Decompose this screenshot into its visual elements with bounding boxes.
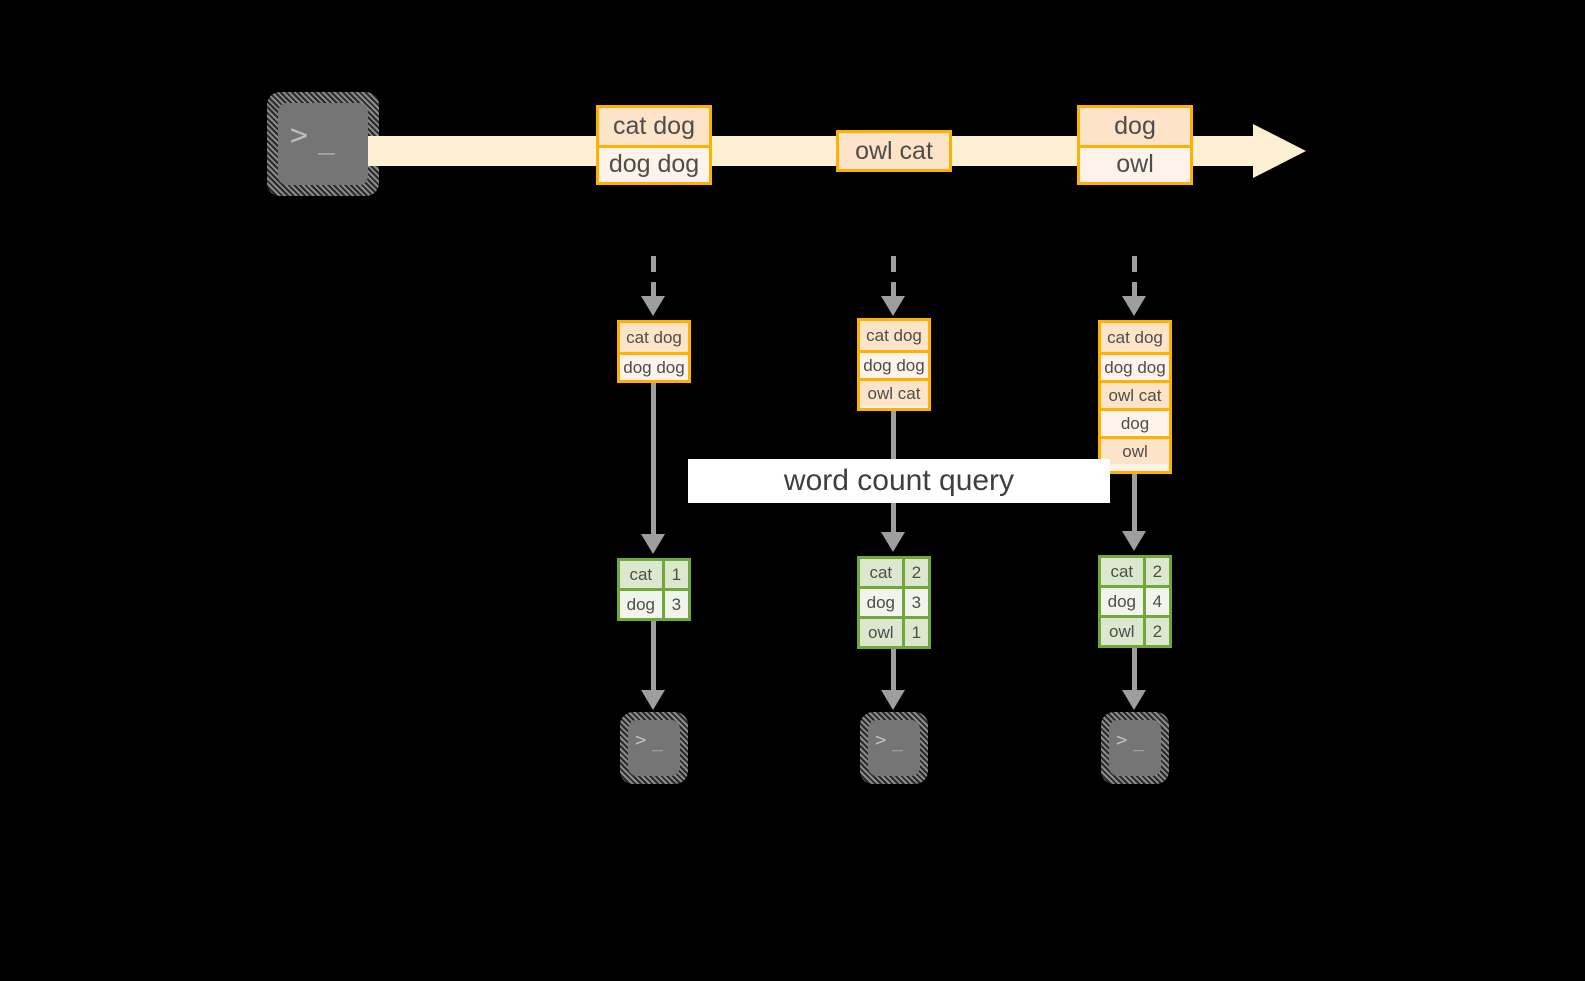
terminal-cursor-glyph: _ bbox=[318, 122, 336, 155]
snapshot-2-output-arrow-head bbox=[881, 690, 905, 710]
dashed-arrow-down-icon-3-line bbox=[1132, 256, 1137, 297]
terminal-cursor-glyph: _ bbox=[652, 731, 664, 752]
terminal-prompt-glyph: > bbox=[1116, 729, 1129, 751]
snapshot-input-line: cat dog bbox=[1101, 323, 1169, 352]
table-row: owl 1 bbox=[860, 616, 928, 646]
arrow-right-icon bbox=[1253, 124, 1306, 178]
snapshot-2-result-table[interactable]: cat 2 dog 3 owl 1 bbox=[857, 556, 931, 649]
snapshot-2-sink-terminal-icon[interactable]: > _ bbox=[868, 720, 920, 776]
result-word: owl bbox=[1101, 618, 1143, 645]
result-count: 3 bbox=[901, 589, 928, 616]
result-count: 2 bbox=[1142, 558, 1169, 585]
snapshot-input-line: owl cat bbox=[860, 378, 928, 406]
snapshot-input-line: dog dog bbox=[620, 352, 688, 380]
snapshot-2-input-box[interactable]: cat dog dog dog owl cat bbox=[857, 318, 931, 411]
snapshot-3-output-arrow-line bbox=[1132, 648, 1137, 691]
terminal-prompt-glyph: > bbox=[875, 729, 888, 751]
result-count: 1 bbox=[661, 561, 688, 588]
snapshot-3-query-arrow-line bbox=[1132, 474, 1137, 532]
result-word: dog bbox=[860, 589, 902, 616]
table-row: dog 3 bbox=[620, 588, 688, 618]
result-word: cat bbox=[620, 561, 662, 588]
table-row: owl 2 bbox=[1101, 615, 1169, 645]
snapshot-3-output-arrow-head bbox=[1122, 690, 1146, 710]
result-count: 1 bbox=[901, 619, 928, 646]
snapshot-input-line: cat dog bbox=[620, 323, 688, 352]
dashed-arrow-down-icon-1-line bbox=[651, 256, 656, 297]
snapshot-input-line: owl bbox=[1101, 436, 1169, 464]
snapshot-input-line: dog dog bbox=[860, 350, 928, 378]
snapshot-2-output-arrow-line bbox=[891, 649, 896, 691]
terminal-cursor-glyph: _ bbox=[892, 731, 904, 752]
stream-event-group-1[interactable]: cat dog dog dog bbox=[596, 105, 712, 185]
stream-event-line: owl bbox=[1080, 144, 1190, 182]
result-word: owl bbox=[860, 619, 902, 646]
snapshot-input-line: dog dog bbox=[1101, 352, 1169, 380]
query-label: word count query bbox=[688, 459, 1110, 503]
terminal-prompt-glyph: > bbox=[290, 118, 310, 153]
result-word: dog bbox=[620, 591, 662, 618]
stream-event-line: cat dog bbox=[599, 108, 709, 145]
terminal-cursor-glyph: _ bbox=[1133, 731, 1145, 752]
terminal-prompt-glyph: > bbox=[635, 729, 648, 751]
table-row: dog 4 bbox=[1101, 585, 1169, 615]
snapshot-3-input-box[interactable]: cat dog dog dog owl cat dog owl bbox=[1098, 320, 1172, 474]
snapshot-2-query-arrow-head bbox=[881, 532, 905, 552]
snapshot-input-line: dog bbox=[1101, 408, 1169, 436]
result-count: 3 bbox=[661, 591, 688, 618]
snapshot-1-result-table[interactable]: cat 1 dog 3 bbox=[617, 558, 691, 621]
result-count: 2 bbox=[1142, 618, 1169, 645]
result-word: dog bbox=[1101, 588, 1143, 615]
snapshot-1-output-arrow-head bbox=[641, 690, 665, 710]
table-row: cat 2 bbox=[1101, 558, 1169, 585]
table-row: dog 3 bbox=[860, 586, 928, 616]
snapshot-1-query-arrow-line bbox=[651, 383, 656, 535]
table-row: cat 1 bbox=[620, 561, 688, 588]
source-terminal-icon[interactable]: > _ bbox=[278, 103, 368, 185]
result-word: cat bbox=[860, 559, 902, 586]
snapshot-3-result-table[interactable]: cat 2 dog 4 owl 2 bbox=[1098, 555, 1172, 648]
stream-event-group-3[interactable]: dog owl bbox=[1077, 105, 1193, 185]
snapshot-1-sink-terminal-icon[interactable]: > _ bbox=[628, 720, 680, 776]
stream-event-line: dog bbox=[1080, 108, 1190, 145]
dashed-arrow-down-icon-1-head bbox=[641, 296, 665, 316]
table-row: cat 2 bbox=[860, 559, 928, 586]
stream-event-line: owl cat bbox=[839, 133, 949, 169]
snapshot-1-output-arrow-line bbox=[651, 621, 656, 691]
result-count: 2 bbox=[901, 559, 928, 586]
snapshot-1-input-box[interactable]: cat dog dog dog bbox=[617, 320, 691, 383]
result-word: cat bbox=[1101, 558, 1143, 585]
snapshot-3-query-arrow-head bbox=[1122, 531, 1146, 551]
snapshot-input-line: cat dog bbox=[860, 321, 928, 350]
stream-event-group-2[interactable]: owl cat bbox=[836, 130, 952, 172]
snapshot-input-line: owl cat bbox=[1101, 380, 1169, 408]
dashed-arrow-down-icon-2-head bbox=[881, 296, 905, 316]
query-label-text: word count query bbox=[783, 464, 1015, 497]
snapshot-3-sink-terminal-icon[interactable]: > _ bbox=[1109, 720, 1161, 776]
stream-event-line: dog dog bbox=[599, 144, 709, 182]
dashed-arrow-down-icon-2-line bbox=[891, 256, 896, 297]
result-count: 4 bbox=[1142, 588, 1169, 615]
dashed-arrow-down-icon-3-head bbox=[1122, 296, 1146, 316]
snapshot-1-query-arrow-head bbox=[641, 534, 665, 554]
